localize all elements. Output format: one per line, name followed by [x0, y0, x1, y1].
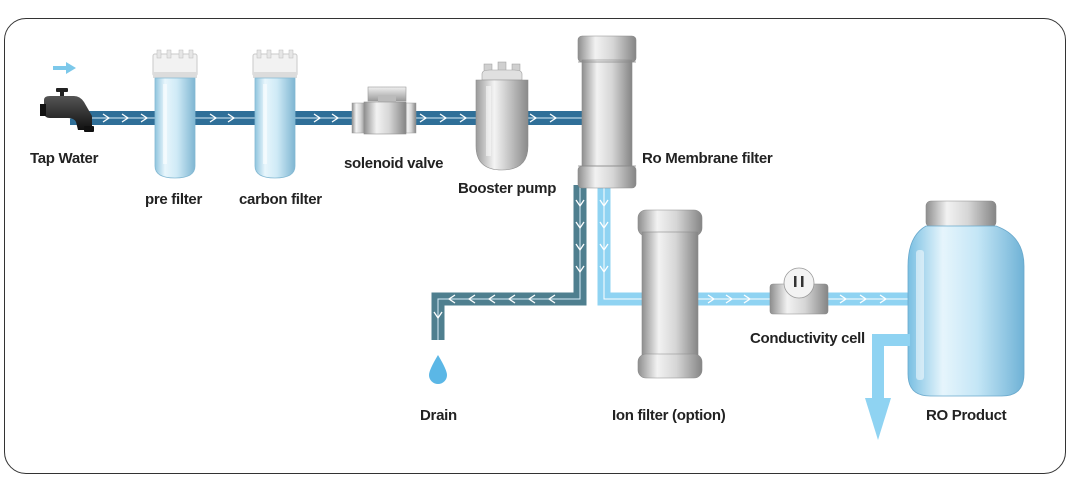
ion-filter [637, 209, 703, 379]
drain-pipe [431, 185, 587, 340]
label-carbon-filter: carbon filter [239, 191, 322, 208]
label-ro-product: RO Product [926, 407, 1007, 424]
drain-flow-arrows [433, 199, 585, 320]
carbon-filter [252, 49, 298, 179]
diagram-frame [4, 18, 1066, 474]
label-tap-water: Tap Water [30, 150, 99, 167]
label-pre-filter: pre filter [145, 191, 202, 208]
label-booster-pump: Booster pump [458, 180, 556, 197]
water-drop-icon [429, 355, 447, 384]
label-solenoid-valve: solenoid valve [344, 155, 443, 172]
ro-product-tank [907, 200, 1025, 397]
label-drain: Drain [420, 407, 457, 424]
conductivity-cell [769, 267, 829, 315]
label-ro-membrane: Ro Membrane filter [642, 150, 773, 167]
booster-pump [475, 61, 529, 171]
label-conductivity-cell: Conductivity cell [750, 330, 865, 347]
flow-arrow-icon [53, 62, 76, 74]
pre-filter [152, 49, 198, 179]
label-ion-filter: Ion filter (option) [612, 407, 726, 424]
ro-membrane-filter [577, 35, 637, 189]
solenoid-valve [351, 86, 417, 135]
faucet-icon [40, 88, 94, 132]
feed-flow-arrows [102, 113, 558, 123]
product-flow-arrows [599, 199, 888, 304]
outflow-arrow-icon [865, 334, 910, 440]
